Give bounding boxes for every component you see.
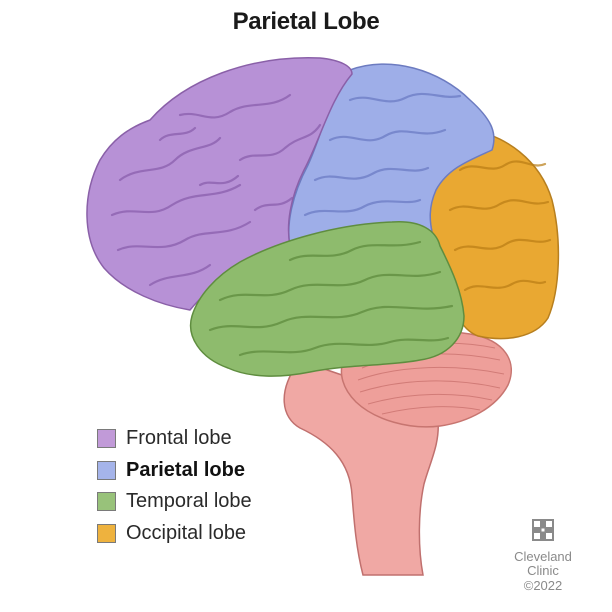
- brand-name-line1: Cleveland: [514, 549, 572, 564]
- legend-item-frontal: Frontal lobe: [97, 423, 252, 455]
- parietal-gyri: [303, 92, 462, 217]
- legend-item-occipital: Occipital lobe: [97, 518, 252, 550]
- copyright-year: ©2022: [523, 578, 563, 593]
- legend-swatch-temporal: [97, 492, 116, 512]
- legend: Frontal lobe Parietal lobe Temporal lobe…: [97, 423, 252, 549]
- legend-swatch-parietal: [97, 460, 116, 480]
- legend-label-temporal: Temporal lobe: [126, 490, 252, 513]
- temporal-lobe: [189, 221, 465, 377]
- legend-swatch-frontal: [97, 429, 116, 449]
- cleveland-clinic-brand: Cleveland Clinic ©2022: [508, 519, 578, 594]
- cleveland-clinic-logo-icon: [532, 519, 554, 541]
- legend-label-frontal: Frontal lobe: [126, 427, 232, 450]
- brand-name-line2: Clinic: [527, 563, 559, 578]
- occipital-gyri: [448, 160, 552, 292]
- frontal-gyri: [110, 93, 322, 287]
- temporal-gyri: [208, 240, 454, 357]
- legend-label-occipital: Occipital lobe: [126, 521, 247, 544]
- legend-item-parietal: Parietal lobe: [97, 455, 252, 487]
- legend-label-parietal: Parietal lobe: [126, 458, 245, 481]
- legend-item-temporal: Temporal lobe: [97, 486, 252, 518]
- page-title: Parietal Lobe: [232, 8, 380, 35]
- legend-swatch-occipital: [97, 523, 116, 543]
